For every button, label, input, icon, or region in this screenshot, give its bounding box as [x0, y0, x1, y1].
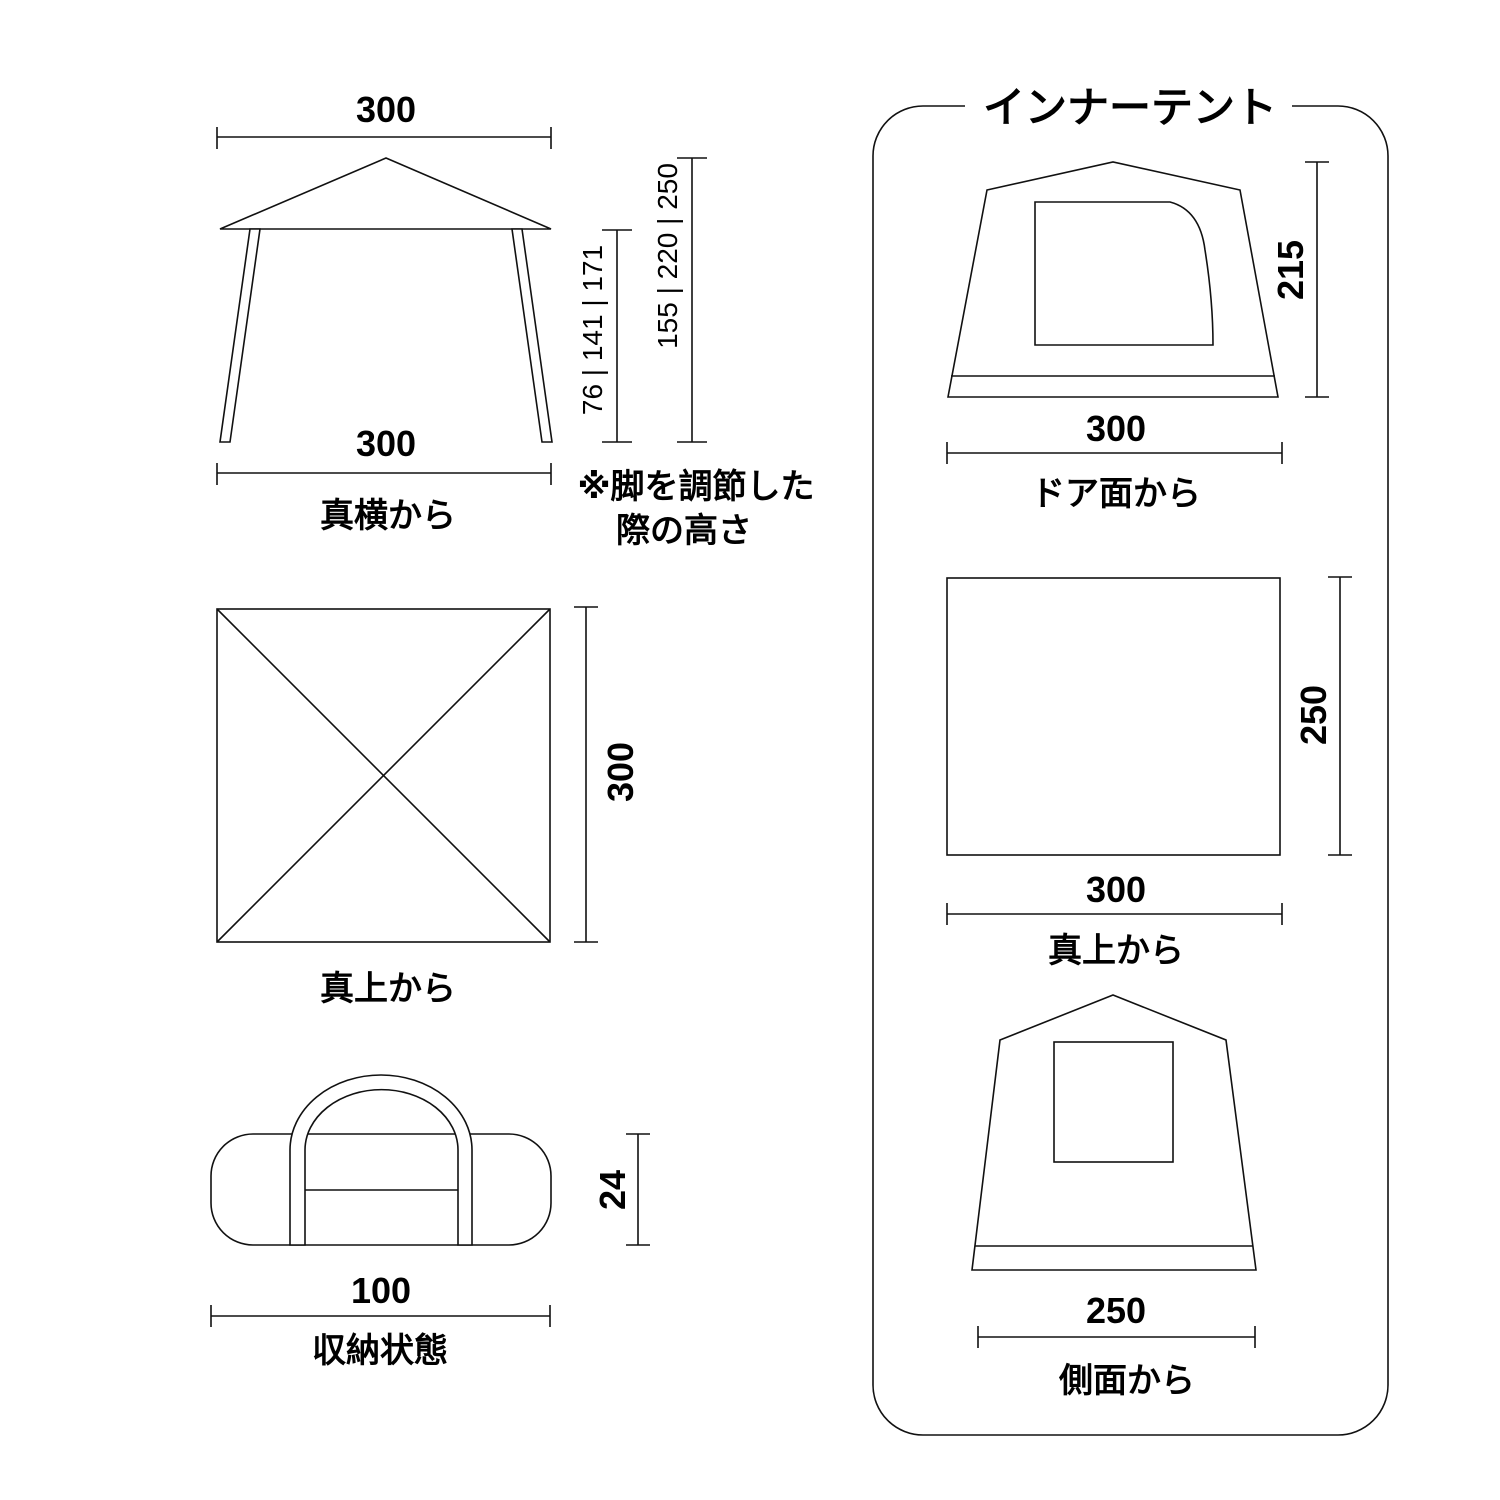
bag-length-dimension-line [210, 1305, 551, 1327]
flysheet-side-view: 300 300 真横から 76 | 141 | 171 155 | 220 | … [216, 89, 815, 551]
panel-frame [872, 105, 1389, 1436]
inner-width-label: 300 [1086, 869, 1146, 910]
side-window [1053, 1041, 1174, 1163]
total-height-dimension-line [677, 157, 707, 443]
total-heights-label: 155 | 220 | 250 [652, 163, 683, 349]
inner-tent-panel: インナーテント 215 300 ドア面から 250 300 真上から 250 側… [872, 83, 1389, 1436]
inner-tent-title: インナーテント [983, 83, 1277, 132]
left-leg [219, 228, 261, 443]
adjust-note-line1: ※脚を調節した [577, 467, 814, 507]
adjust-note-line2: 際の高さ [616, 511, 752, 551]
diagonals [216, 608, 551, 943]
inner-width-dimension-line [946, 903, 1283, 925]
door-view-caption: ドア面から [1031, 474, 1201, 514]
depth-dimension-line [574, 606, 598, 943]
bag-handle [289, 1074, 473, 1246]
door-window [1034, 201, 1214, 346]
door-width-dimension-line [946, 442, 1283, 464]
top-width-label: 300 [356, 89, 416, 130]
bottom-width-dimension-line [216, 463, 552, 485]
side-width-label: 250 [1086, 1290, 1146, 1331]
bottom-width-label: 300 [356, 423, 416, 464]
depth-label: 300 [600, 742, 641, 802]
leg-heights-label: 76 | 141 | 171 [577, 245, 608, 415]
door-width-label: 300 [1086, 408, 1146, 449]
inner-top-caption: 真上から [1048, 931, 1184, 971]
flysheet-top-view: 300 真上から [216, 606, 641, 1009]
bag-height-label: 24 [592, 1170, 633, 1210]
top-width-dimension-line [216, 127, 552, 149]
inner-depth-label: 250 [1293, 685, 1334, 745]
inner-top-rect [946, 577, 1281, 856]
side-width-dimension-line [977, 1326, 1256, 1348]
packed-bag-view: 24 100 収納状態 [210, 1074, 650, 1371]
side-view-caption: 真横から [320, 496, 456, 536]
bag-length-label: 100 [351, 1270, 411, 1311]
right-leg [511, 228, 553, 443]
door-height-label: 215 [1270, 240, 1311, 300]
door-height-dimension-line [1305, 161, 1329, 398]
packed-caption: 収納状態 [312, 1331, 448, 1371]
inner-depth-dimension-line [1328, 576, 1352, 856]
top-view-caption: 真上から [320, 969, 456, 1009]
leg-height-dimension-line [602, 229, 632, 443]
side-view-caption: 側面から [1058, 1361, 1195, 1401]
roof [219, 157, 552, 230]
bag-height-dimension-line [626, 1133, 650, 1246]
